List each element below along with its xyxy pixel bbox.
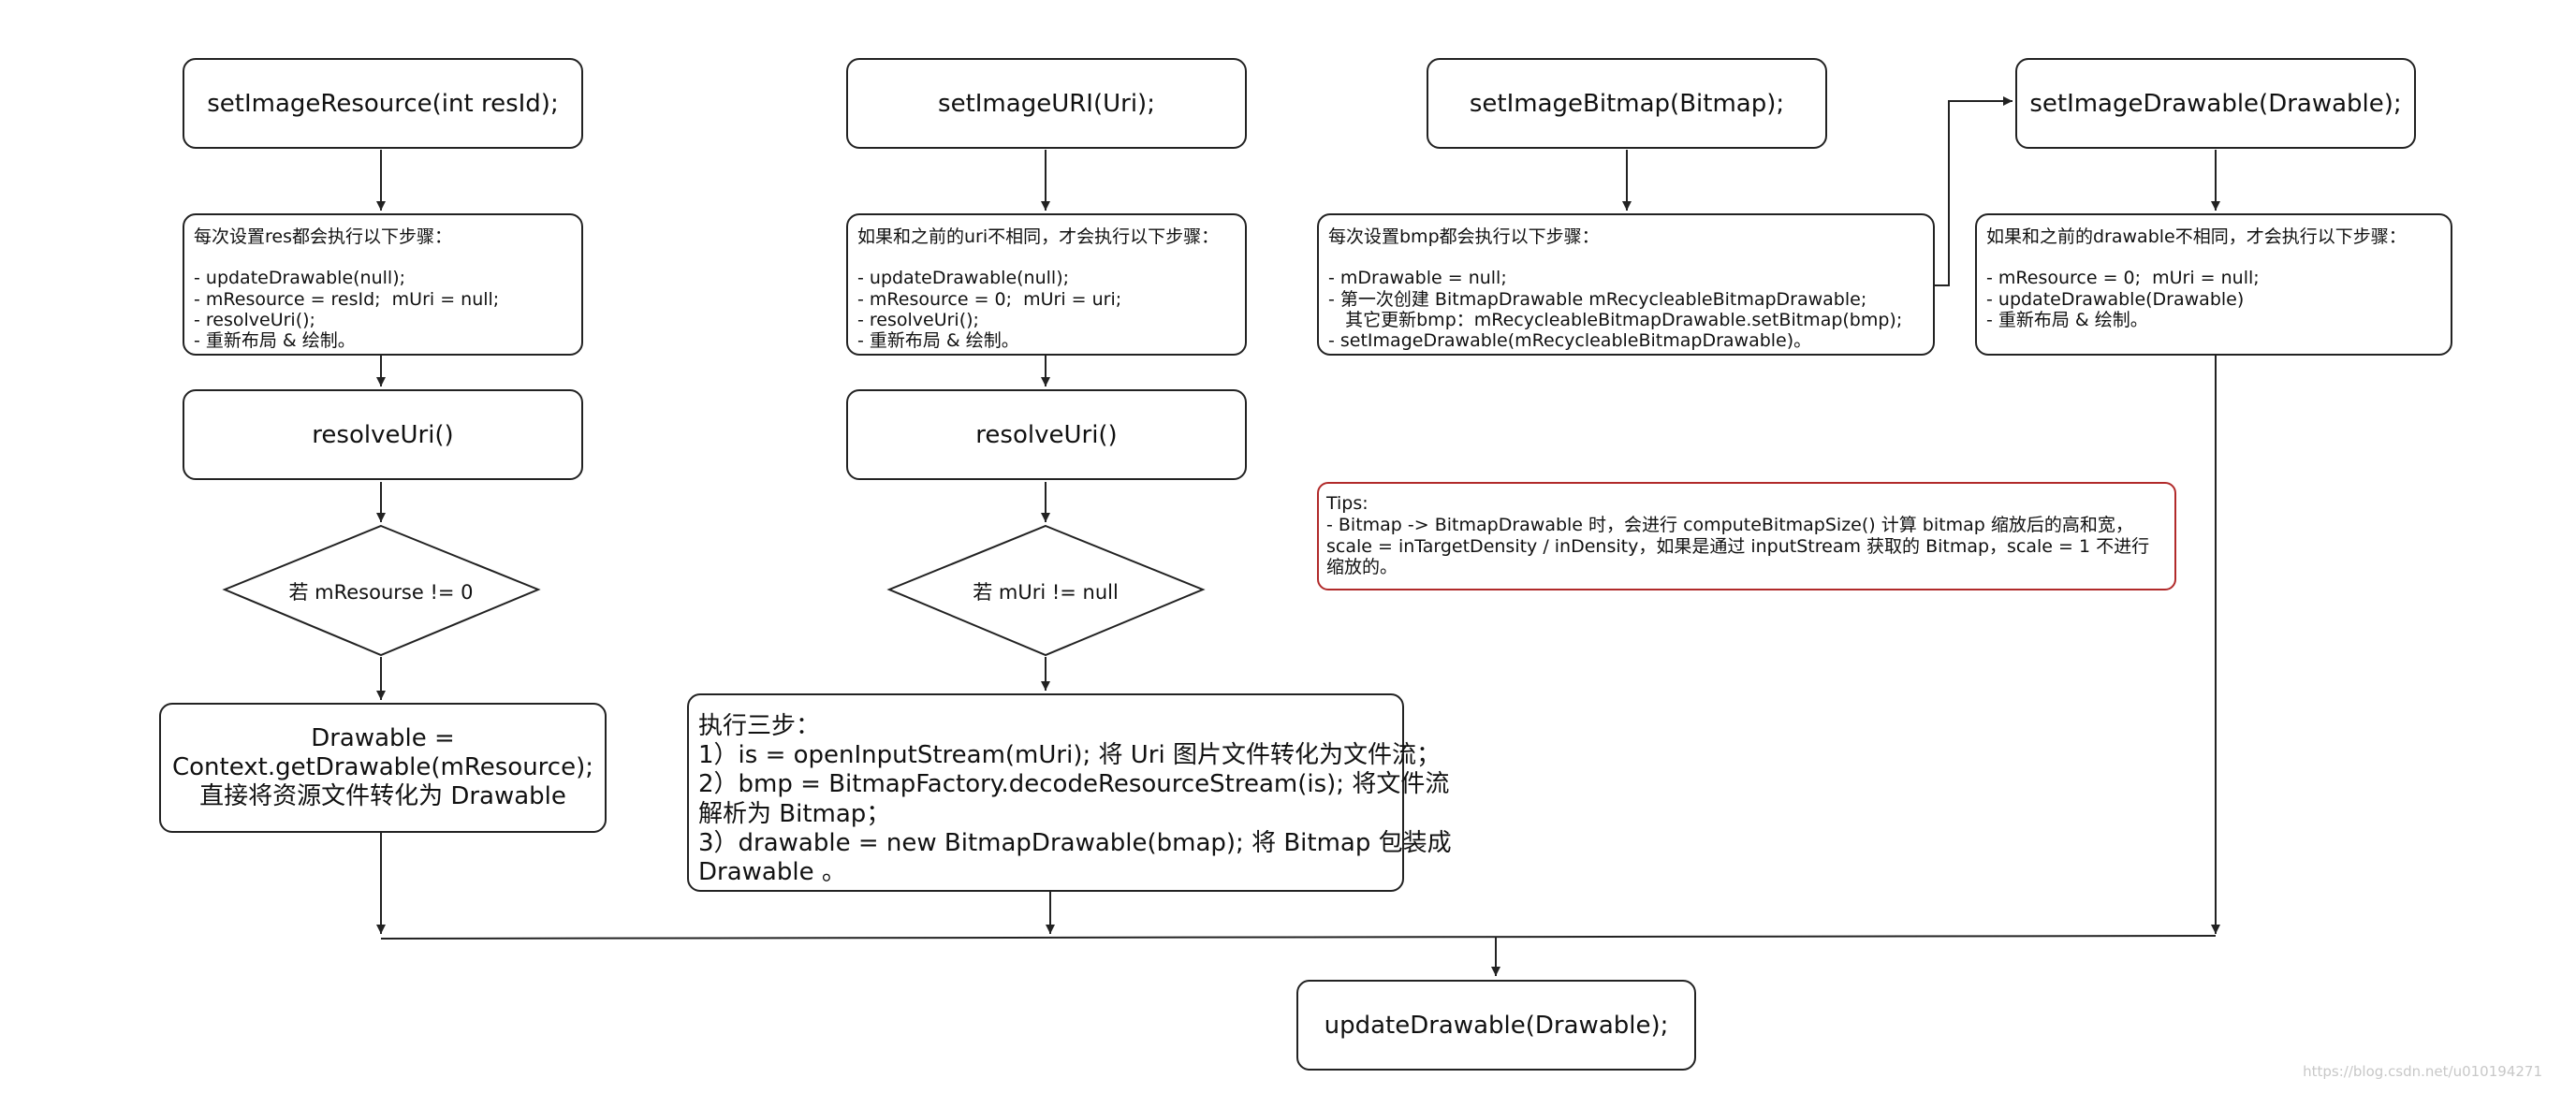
update-drawable-label: updateDrawable(Drawable); <box>1324 1011 1669 1040</box>
resolve-uri-mid-box: resolveUri() <box>846 389 1247 480</box>
decision-res-label: 若 mResourse != 0 <box>288 581 474 604</box>
arrow-bmp-to-set-drawable <box>1935 96 2012 286</box>
merge-line <box>380 935 2217 940</box>
set-image-drawable-label: setImageDrawable(Drawable); <box>2029 89 2402 118</box>
tips-box: Tips: - Bitmap -> BitmapDrawable 时，会进行 c… <box>1317 482 2176 590</box>
set-image-uri-label: setImageURI(Uri); <box>938 89 1155 118</box>
resolve-uri-left-label: resolveUri() <box>312 420 454 449</box>
set-image-bitmap-box: setImageBitmap(Bitmap); <box>1427 58 1827 149</box>
uri-result-box: 执行三步： 1）is = openInputStream(mUri); 将 Ur… <box>687 693 1452 892</box>
decision-uri-check <box>886 524 1206 657</box>
res-steps-box: 每次设置res都会执行以下步骤： - updateDrawable(null);… <box>183 213 583 356</box>
res-result-box: Drawable = Context.getDrawable(mResource… <box>159 703 607 833</box>
decision-res-check <box>222 524 541 657</box>
set-image-bitmap-label: setImageBitmap(Bitmap); <box>1469 89 1785 118</box>
resolve-uri-mid-label: resolveUri() <box>975 420 1118 449</box>
uri-steps-box: 如果和之前的uri不相同，才会执行以下步骤： - updateDrawable(… <box>846 213 1247 356</box>
set-image-resource-box: setImageResource(int resId); <box>183 58 583 149</box>
set-image-uri-box: setImageURI(Uri); <box>846 58 1247 149</box>
set-image-drawable-box: setImageDrawable(Drawable); <box>2015 58 2416 149</box>
drawable-steps-box: 如果和之前的drawable不相同，才会执行以下步骤： - mResource … <box>1975 213 2452 356</box>
bmp-steps-box: 每次设置bmp都会执行以下步骤： - mDrawable = null; - 第… <box>1317 213 1935 356</box>
set-image-resource-label: setImageResource(int resId); <box>207 89 559 118</box>
decision-uri-label: 若 mUri != null <box>973 581 1119 604</box>
resolve-uri-left-box: resolveUri() <box>183 389 583 480</box>
watermark: https://blog.csdn.net/u010194271 <box>2303 1063 2542 1080</box>
update-drawable-box: updateDrawable(Drawable); <box>1296 980 1696 1071</box>
